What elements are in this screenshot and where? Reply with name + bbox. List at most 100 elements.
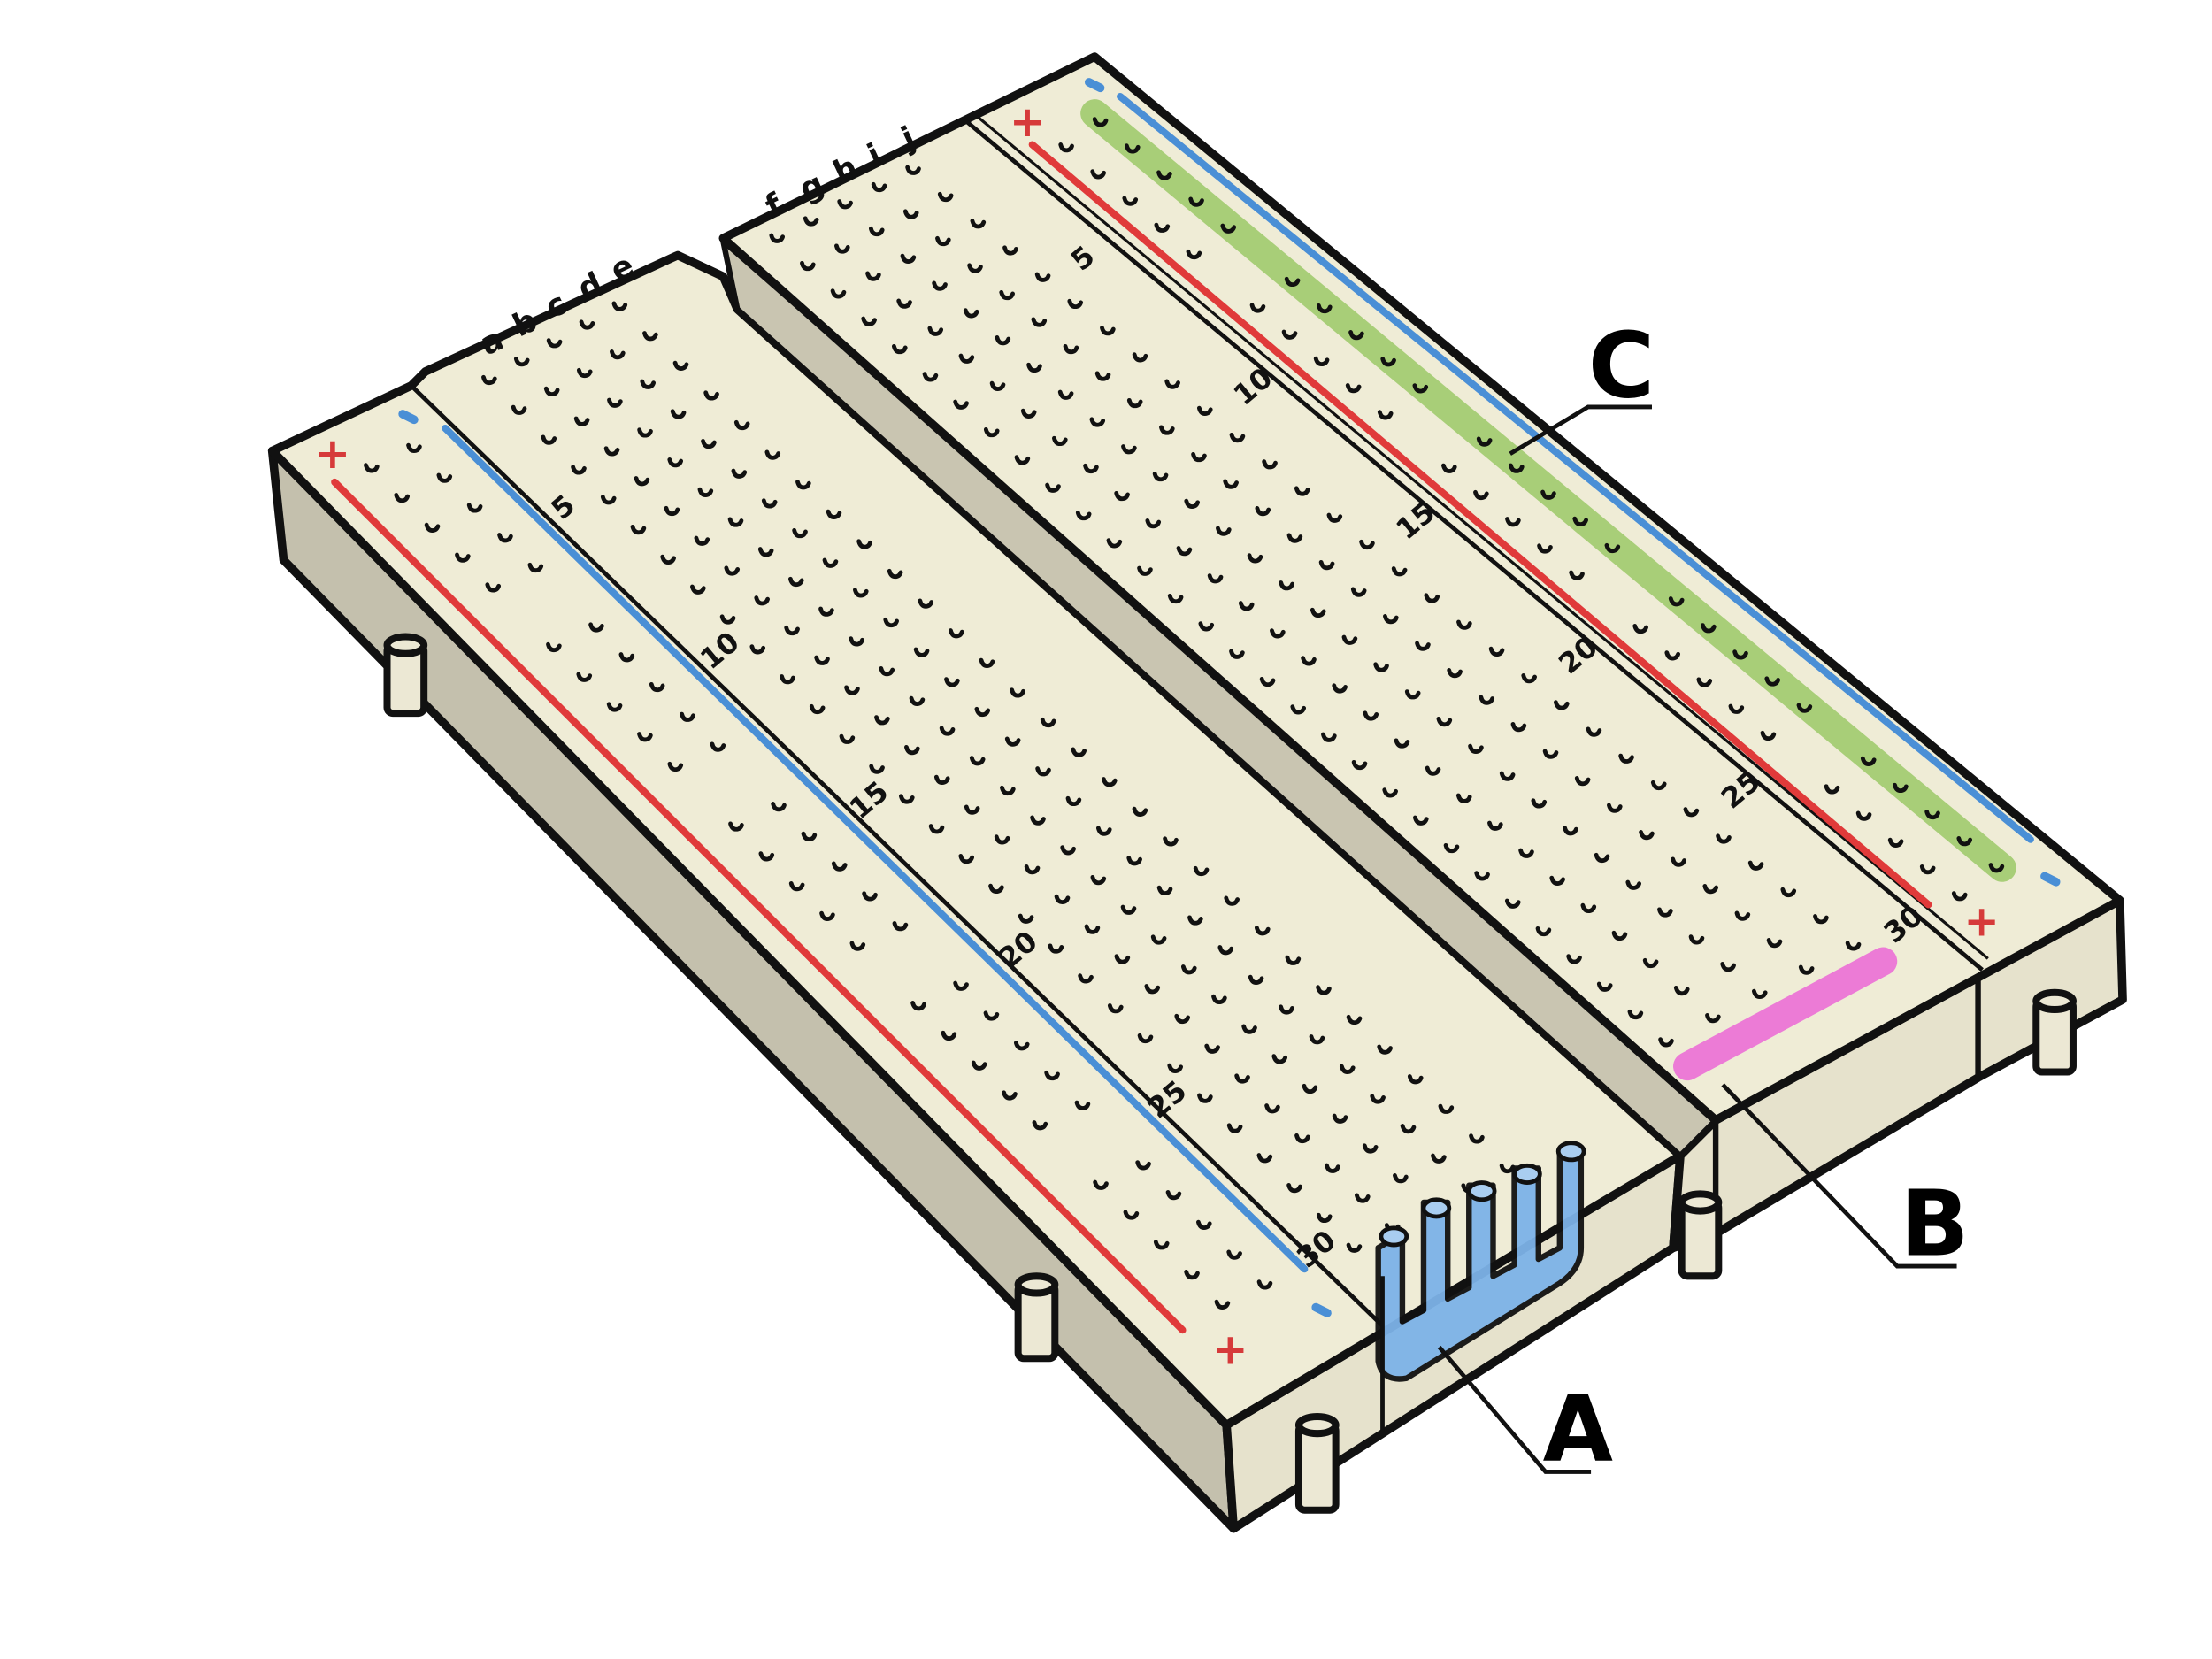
left-rail-inner-hole xyxy=(971,1060,987,1071)
left-rail-inner-hole xyxy=(788,880,805,892)
board-feet xyxy=(383,633,2077,1514)
terminal-right-hole xyxy=(1075,510,1092,521)
terminal-right-hole xyxy=(1341,634,1358,645)
terminal-left-hole xyxy=(1187,915,1203,926)
left-rail-outer-hole xyxy=(649,681,665,693)
right-rail-inner-hole xyxy=(1090,169,1106,180)
terminal-left-hole xyxy=(727,517,744,527)
terminal-right-hole xyxy=(1114,490,1130,502)
terminal-right-hole xyxy=(1845,941,1862,951)
terminal-left-hole xyxy=(1302,1083,1318,1094)
terminal-right-hole xyxy=(1488,646,1505,657)
left-rail-outer-hole xyxy=(1256,1279,1273,1290)
terminal-right-hole xyxy=(1658,1037,1674,1048)
terminal-left-hole xyxy=(1332,1113,1348,1124)
left-rail-inner-hole xyxy=(576,672,593,682)
right-rail-inner-hole xyxy=(1537,543,1553,554)
terminal-right-hole xyxy=(1479,695,1495,705)
terminal-left-hole xyxy=(1156,885,1173,896)
right-rail-inner-hole xyxy=(1951,891,1968,902)
left-rail-outer-hole xyxy=(862,891,878,902)
hole-grid xyxy=(364,117,2005,1310)
terminal-right-hole xyxy=(1563,826,1578,836)
right-rail-outer-hole xyxy=(1893,782,1909,794)
terminal-left-hole xyxy=(1256,1153,1273,1164)
terminal-left-hole xyxy=(913,647,930,657)
terminal-left-hole xyxy=(1400,1124,1417,1134)
terminal-right-hole xyxy=(1657,907,1673,918)
terminal-left-hole xyxy=(1174,1013,1191,1025)
terminal-right-hole xyxy=(861,316,877,326)
terminal-left-hole xyxy=(988,883,1004,895)
terminal-left-hole xyxy=(694,535,710,546)
rail-signs: + + + + xyxy=(315,78,2061,1375)
terminal-right-hole xyxy=(1382,787,1398,798)
clip-prong-top-3 xyxy=(1466,1180,1497,1202)
terminal-left-hole xyxy=(1137,1033,1154,1044)
terminal-left-hole xyxy=(1060,845,1076,856)
terminal-left-hole xyxy=(733,419,750,431)
terminal-right-hole xyxy=(1279,580,1294,591)
terminal-left-hole xyxy=(1211,994,1227,1005)
terminal-right-hole xyxy=(769,233,786,243)
terminal-right-hole xyxy=(1223,479,1239,489)
right-rail-inner-hole xyxy=(1313,356,1330,367)
left-rail-inner-hole xyxy=(910,1001,926,1011)
left-rail-inner-hole xyxy=(941,1030,957,1041)
terminal-right-hole xyxy=(1176,546,1193,557)
terminal-left-hole xyxy=(944,677,960,687)
terminal-right-hole xyxy=(999,289,1015,301)
terminal-right-hole xyxy=(1207,573,1224,584)
right-rail-outer-hole xyxy=(1412,383,1429,394)
terminal-left-hole xyxy=(630,524,647,535)
terminal-right-hole xyxy=(1152,471,1169,482)
terminal-right-hole xyxy=(1618,753,1634,764)
terminal-right-hole xyxy=(1083,463,1099,474)
terminal-left-hole xyxy=(974,706,991,718)
terminal-left-hole xyxy=(1193,865,1210,877)
terminal-left-hole xyxy=(1071,747,1087,757)
terminal-right-hole xyxy=(1145,518,1162,529)
terminal-right-hole xyxy=(865,271,881,281)
terminal-left-hole xyxy=(1309,1034,1325,1045)
terminal-left-hole xyxy=(898,794,915,804)
callout-b-label: B xyxy=(1900,1171,1969,1277)
right-rail-inner-hole xyxy=(1728,703,1745,714)
terminal-right-hole xyxy=(1688,934,1705,945)
left-rail-outer-hole xyxy=(892,921,909,932)
terminal-left-hole xyxy=(543,386,560,397)
terminal-left-hole xyxy=(1254,926,1271,936)
left-rail-outer-hole xyxy=(466,503,483,513)
callout-b-leader xyxy=(1721,1083,1957,1269)
left-rail-inner-hole xyxy=(1153,1240,1170,1250)
left-rail-inner-hole xyxy=(455,552,471,563)
terminal-left-hole xyxy=(634,476,650,487)
right-rail-inner-hole xyxy=(1632,624,1648,634)
terminal-right-hole xyxy=(1413,815,1429,826)
terminal-left-hole xyxy=(904,744,920,756)
right-rail-outer-hole xyxy=(1764,676,1781,687)
terminal-left-hole xyxy=(610,349,626,360)
terminal-right-hole xyxy=(1518,848,1534,858)
left-rail-inner-hole xyxy=(758,851,775,862)
terminal-right-hole xyxy=(1100,326,1116,336)
right-rail-divider-2 xyxy=(976,115,1989,960)
left-rail-outer-hole xyxy=(1135,1160,1151,1171)
terminal-right-hole xyxy=(871,181,887,193)
terminal-right-hole xyxy=(1415,641,1431,651)
right-rail-outer-hole xyxy=(1701,623,1717,634)
right-rail-outer-hole xyxy=(1476,436,1493,447)
terminal-right-hole xyxy=(1720,962,1736,972)
foot-left-front xyxy=(1294,1412,1340,1514)
terminal-left-hole xyxy=(939,726,956,736)
terminal-left-hole xyxy=(513,357,530,367)
terminal-left-hole xyxy=(603,446,620,457)
right-rail-inner-hole xyxy=(1569,570,1585,580)
terminal-right-hole xyxy=(1751,988,1768,1000)
left-rail-inner-hole xyxy=(728,821,744,832)
terminal-right-hole xyxy=(967,263,983,273)
terminal-left-hole xyxy=(697,487,714,497)
right-rail-red-line xyxy=(1028,141,1932,909)
terminal-right-hole xyxy=(1259,676,1276,687)
terminal-left-hole xyxy=(1234,1073,1250,1084)
